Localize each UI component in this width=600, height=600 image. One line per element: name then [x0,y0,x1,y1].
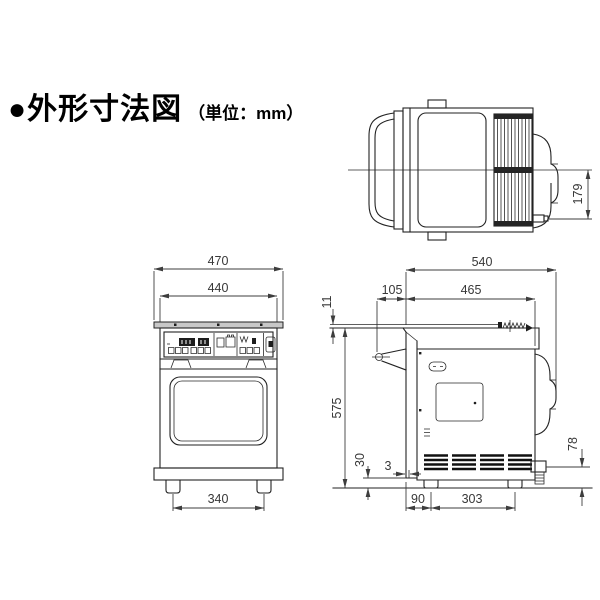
dim-label-3: 3 [385,459,392,473]
grille-band-top [494,114,532,119]
dim-440: 440 [159,281,278,326]
plate-screw-center [217,323,220,326]
dim-label-575: 575 [330,398,344,419]
front-foot-left [165,479,181,494]
ignition-switch-button [268,341,273,347]
vent-band [159,358,278,370]
control-panel [163,331,276,358]
dim-label-303: 303 [462,492,483,506]
display-right-segments [200,340,206,344]
bottom-vent-slats [424,454,532,471]
title-text: ●外形寸法図 [8,93,183,126]
dim-label-340: 340 [208,492,229,506]
grille-band-bottom [494,221,532,226]
dim-label-179: 179 [571,184,585,205]
plate-screw-left [174,323,177,326]
screw-dot-mid [419,409,422,412]
dim-105: 105 [376,283,407,352]
dim-label-11: 11 [320,295,334,308]
dim-label-90: 90 [411,492,425,506]
side-door [372,327,418,479]
front-foot-right [256,479,272,494]
top-view-gas-pipe [532,214,545,223]
top-view-tab-top [427,99,447,109]
dim-label-78: 78 [566,437,580,451]
dim-78: 78 [546,437,590,506]
front-base [153,467,284,481]
top-view-gas-pipe-cap [543,215,549,222]
plate-screw-right [260,323,263,326]
dim-label-465: 465 [461,283,482,297]
display-right [198,338,209,346]
page-title: ●外形寸法図 （単位：mm） [8,84,303,128]
rear-housing-profile [534,353,557,436]
handle-arm-top [381,348,407,355]
dim-303: 303 [430,492,516,511]
button-row-right [239,347,260,354]
grill-flame-icon [239,335,249,344]
top-view-tab-bottom [427,231,447,241]
front-view: 470 440 [153,254,284,511]
dim-465: 465 [405,283,536,346]
screw-dot-top [419,352,422,355]
dim-90: 90 [405,482,432,511]
dim-540: 540 [405,255,557,396]
dim-label-105: 105 [382,283,403,297]
handle-arm-bottom [381,360,407,371]
top-view-rear-housing [532,133,559,229]
mode-icon-square [216,337,225,348]
dim-11: 11 [320,295,336,344]
door-profile [402,327,418,479]
dim-label-440: 440 [208,281,229,295]
display-left [179,338,195,346]
service-panel [435,382,484,422]
dim-3: 3 [385,459,421,477]
side-foot-rear [507,479,523,489]
service-panel-screw [473,401,477,405]
button-row-left [168,347,211,354]
side-body [416,327,557,489]
cord-socket [428,361,447,372]
dim-575: 575 [330,327,348,489]
small-black-key [252,338,256,344]
pot-icon [225,334,236,348]
side-louvres [424,428,430,437]
gas-joint-ribs [535,474,544,482]
door-window-outer [169,376,268,446]
dim-label-30: 30 [353,453,367,467]
dim-label-540: 540 [472,255,493,269]
title-unit-label: （単位：mm） [188,104,304,123]
dim-30: 30 [353,453,406,500]
top-view: 179 [348,99,592,241]
dim-label-470: 470 [208,254,229,268]
ignition-switch [265,336,276,353]
gas-joint [530,460,547,473]
door-top-chamfer [405,331,418,342]
side-view: 540 105 465 11 [320,255,593,511]
dim-179: 179 [548,169,592,220]
door-window-inner [173,380,264,442]
hinge-slot-left [170,359,192,369]
hinge-slot-right [245,359,267,369]
dim-340: 340 [172,492,265,511]
top-rail-comb [498,320,533,332]
display-left-segments [181,340,191,344]
dim-470: 470 [153,254,284,320]
side-foot-front [423,479,439,489]
